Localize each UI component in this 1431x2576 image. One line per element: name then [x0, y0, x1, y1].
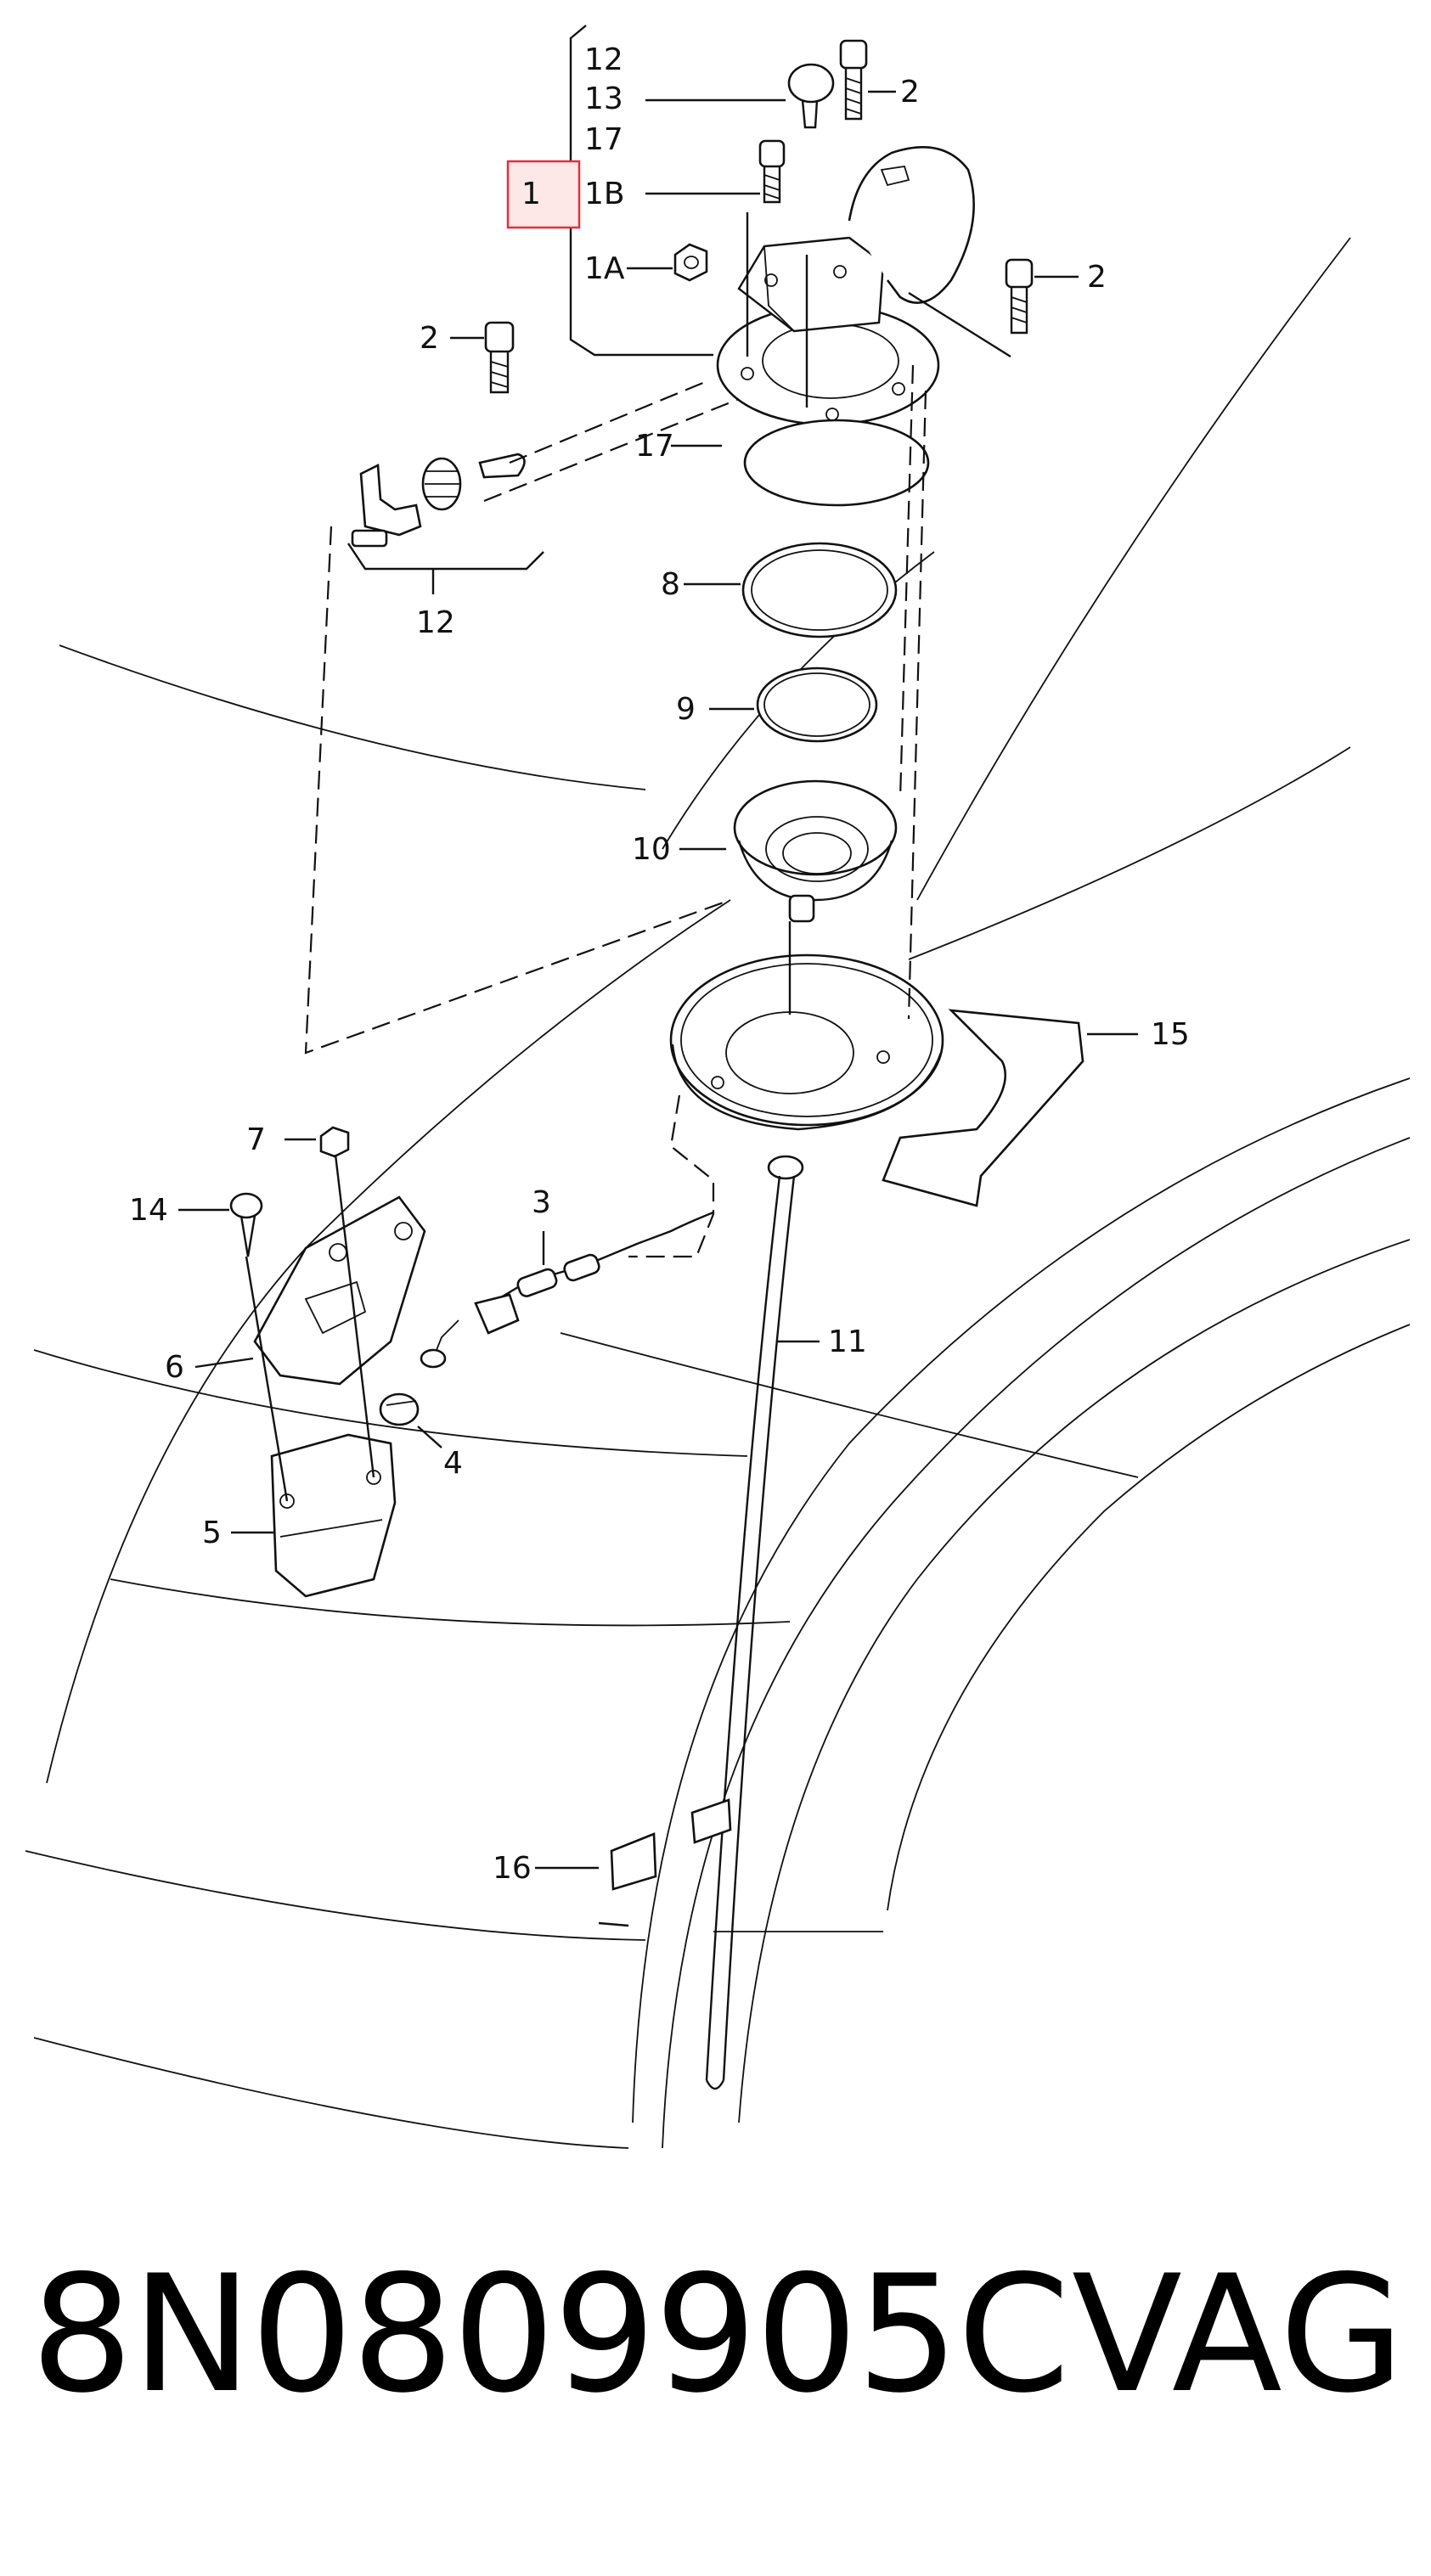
callout-4: 4	[443, 1446, 463, 1481]
callout-labels: 12 13 17 1 1B 1A 2 2 2 17 12 8 9 10 15 7…	[129, 42, 1190, 1886]
part-17-seal	[671, 419, 930, 507]
callout-2-top: 2	[900, 75, 920, 110]
part-14-screw	[178, 1192, 263, 1257]
part-15-bracket	[882, 1009, 1138, 1207]
part-6-mounting-plate	[194, 1195, 426, 1386]
callout-17-top: 17	[584, 122, 623, 157]
part-11-cable	[705, 1155, 820, 2090]
part-2-screw-right	[1005, 258, 1079, 335]
part-12-hinge-group	[347, 380, 740, 594]
highlight-box	[506, 160, 581, 229]
callout-7: 7	[246, 1122, 266, 1157]
part-3-cable	[420, 1211, 714, 1369]
part-1-filler-housing	[716, 212, 940, 426]
callout-13: 13	[584, 82, 623, 116]
callout-10: 10	[632, 832, 671, 867]
part-7-nut	[285, 1126, 350, 1158]
part-8-o-ring	[684, 542, 898, 638]
filler-neck-housing	[669, 921, 944, 1131]
fuel-door-flap	[848, 146, 1011, 358]
callout-1: 1	[521, 177, 541, 211]
brand-text: VAG	[1072, 2241, 1405, 2428]
part-number-text: 8N0809905C	[31, 2241, 1070, 2428]
part-16-tape	[535, 1798, 732, 1927]
callout-12-top: 12	[584, 42, 623, 77]
body-panel-contours	[25, 237, 1411, 2149]
part-13-knob	[645, 63, 835, 129]
callout-2-left: 2	[420, 321, 439, 356]
part-5-actuator	[231, 1154, 397, 1598]
part-9-ring	[709, 666, 878, 743]
callout-8: 8	[661, 567, 680, 602]
callout-3: 3	[532, 1185, 551, 1220]
callout-5: 5	[202, 1516, 222, 1550]
callout-6: 6	[165, 1350, 184, 1385]
callout-15: 15	[1151, 1017, 1190, 1052]
part-4-grommet	[379, 1392, 442, 1448]
callout-14: 14	[129, 1193, 168, 1228]
part-2-screw-left	[450, 321, 515, 394]
part-1A-nut	[627, 243, 708, 282]
callout-11: 11	[828, 1325, 867, 1359]
callout-9: 9	[676, 692, 696, 727]
part-1B-screw	[645, 139, 786, 204]
callout-16: 16	[493, 1851, 532, 1886]
callout-1B: 1B	[584, 177, 625, 211]
part-2-screw-top	[839, 39, 896, 121]
callout-17: 17	[635, 429, 674, 464]
callout-2-right: 2	[1087, 260, 1107, 295]
assembly-dash-lines	[304, 364, 927, 1258]
callout-12-bottom: 12	[416, 605, 455, 640]
callout-1A: 1A	[584, 251, 625, 286]
part-10-funnel	[679, 779, 898, 923]
